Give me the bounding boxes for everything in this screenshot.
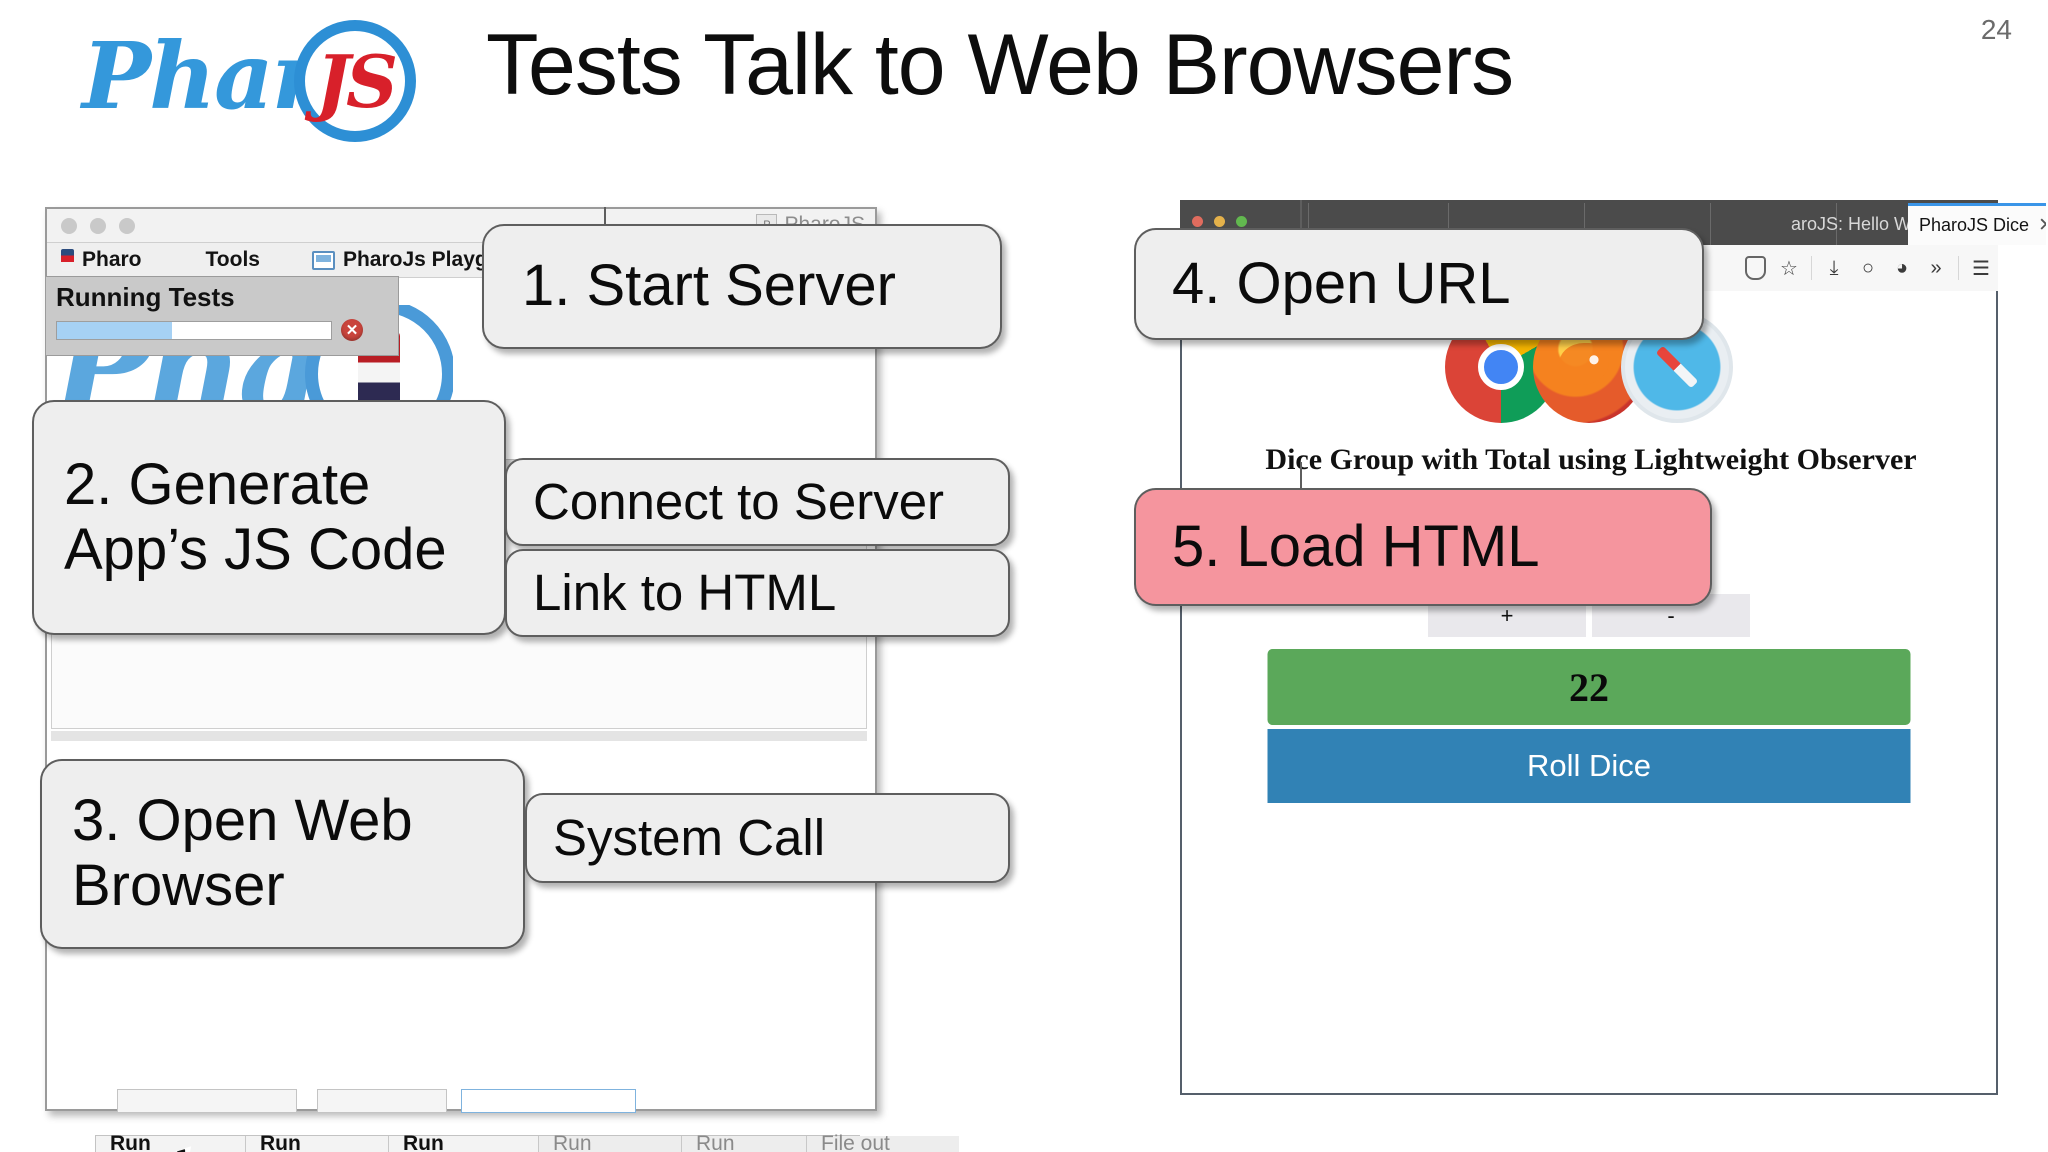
callout-system-call: System Call <box>525 793 1010 883</box>
pharo-widget-c-focused[interactable] <box>461 1089 636 1113</box>
logo-js-badge: JS <box>315 38 398 124</box>
shield-icon[interactable] <box>1738 251 1772 285</box>
callout-open-web-browser: 3. Open Web Browser <box>40 759 525 949</box>
run-selected-button[interactable]: Run Selected <box>96 1132 246 1152</box>
run-failures-button[interactable]: Run Failures <box>539 1132 682 1152</box>
overflow-chevrons-icon[interactable]: » <box>1930 256 1942 279</box>
pharo-widget-a[interactable] <box>117 1089 297 1113</box>
stop-tests-button[interactable]: ✕ <box>341 319 363 341</box>
callout-text: 3. Open Web Browser <box>72 788 413 918</box>
file-out-results-button[interactable]: File out results <box>807 1132 959 1152</box>
callout-text: 1. Start Server <box>522 253 896 319</box>
menu-item-pharo-label: Pharo <box>82 248 142 271</box>
star-icon[interactable]: ☆ <box>1780 257 1798 280</box>
pharojs-logo: Phar JS <box>82 16 458 142</box>
running-tests-progressbar <box>56 320 332 340</box>
slide-header: Phar JS Tests Talk to Web Browsers 24 <box>0 0 2048 142</box>
logo-wordmark: Phar <box>82 22 320 130</box>
roll-dice-button[interactable]: Roll Dice <box>1267 729 1911 803</box>
callout-leader-line <box>604 207 606 227</box>
run-coverage-button[interactable]: Run Coverage <box>389 1132 539 1152</box>
run-profiled-button[interactable]: Run Profiled <box>246 1132 389 1152</box>
browser-tab-dice[interactable]: PharoJS Dice ✕ <box>1908 203 2046 245</box>
callout-connect-to-server: Connect to Server <box>505 458 1010 546</box>
callout-open-url: 4. Open URL <box>1134 228 1704 340</box>
callout-load-html: 5. Load HTML <box>1134 488 1712 606</box>
browser-tab-dice-label: PharoJS Dice <box>1919 215 2030 235</box>
menu-item-tools-label: Tools <box>205 248 260 271</box>
page-title: Tests Talk to Web Browsers <box>486 17 1514 113</box>
callout-start-server: 1. Start Server <box>482 224 1002 349</box>
run-errors-button[interactable]: Run Errors <box>682 1132 807 1152</box>
close-icon[interactable]: ✕ <box>2038 214 2046 237</box>
browser-tab-hello-label: aroJS: Hello W <box>1791 213 1908 234</box>
playground-icon <box>311 250 335 270</box>
callout-text: Connect to Server <box>533 473 945 531</box>
pharo-widget-row <box>117 1089 717 1115</box>
callout-text: 5. Load HTML <box>1172 513 1540 579</box>
dice-page-heading: Dice Group with Total using Lightweight … <box>1265 443 1917 476</box>
callout-text: 4. Open URL <box>1172 250 1511 316</box>
callout-text: System Call <box>553 809 826 867</box>
callout-text: 2. Generate App’s JS Code <box>64 451 447 582</box>
test-runner-button-bar[interactable]: Run Selected Run Profiled Run Coverage R… <box>95 1132 959 1152</box>
callout-leader-line <box>1300 462 1302 490</box>
browser-page-content: Dice Group with Total using Lightweight … <box>1180 291 1998 1095</box>
dice-total-display: 22 <box>1267 649 1911 725</box>
pharo-logo-icon <box>61 249 74 271</box>
browser-tab-hello[interactable]: aroJS: Hello W <box>1780 203 1908 245</box>
download-icon[interactable]: ⤓ <box>1829 256 1839 279</box>
pane-divider-bottom[interactable] <box>51 731 867 741</box>
page-number: 24 <box>1980 14 2012 45</box>
running-tests-dialog: Running Tests ✕ <box>45 276 399 356</box>
browser-tab-strip[interactable]: aroJS: Hello W PharoJS Dice ✕ + <box>1180 200 2046 245</box>
menu-item-tools[interactable]: Tools <box>196 248 270 272</box>
callout-leader-line <box>1300 200 1302 230</box>
callout-generate-js: 2. Generate App’s JS Code <box>32 400 506 635</box>
callout-link-to-html: Link to HTML <box>505 549 1010 637</box>
logo-ring-icon <box>294 20 416 142</box>
running-tests-title: Running Tests <box>56 282 235 312</box>
hamburger-menu-icon[interactable]: ☰ <box>1972 257 1990 280</box>
window-control-dots[interactable] <box>61 218 135 234</box>
account-icon[interactable]: ◕ <box>1895 256 1909 279</box>
pharo-widget-b[interactable] <box>317 1089 447 1113</box>
menu-item-pharo[interactable]: Pharo <box>47 248 152 272</box>
browser-window-control-dots[interactable] <box>1192 216 1247 227</box>
callout-text: Link to HTML <box>533 564 837 622</box>
pocket-icon[interactable]: ○ <box>1861 256 1875 279</box>
